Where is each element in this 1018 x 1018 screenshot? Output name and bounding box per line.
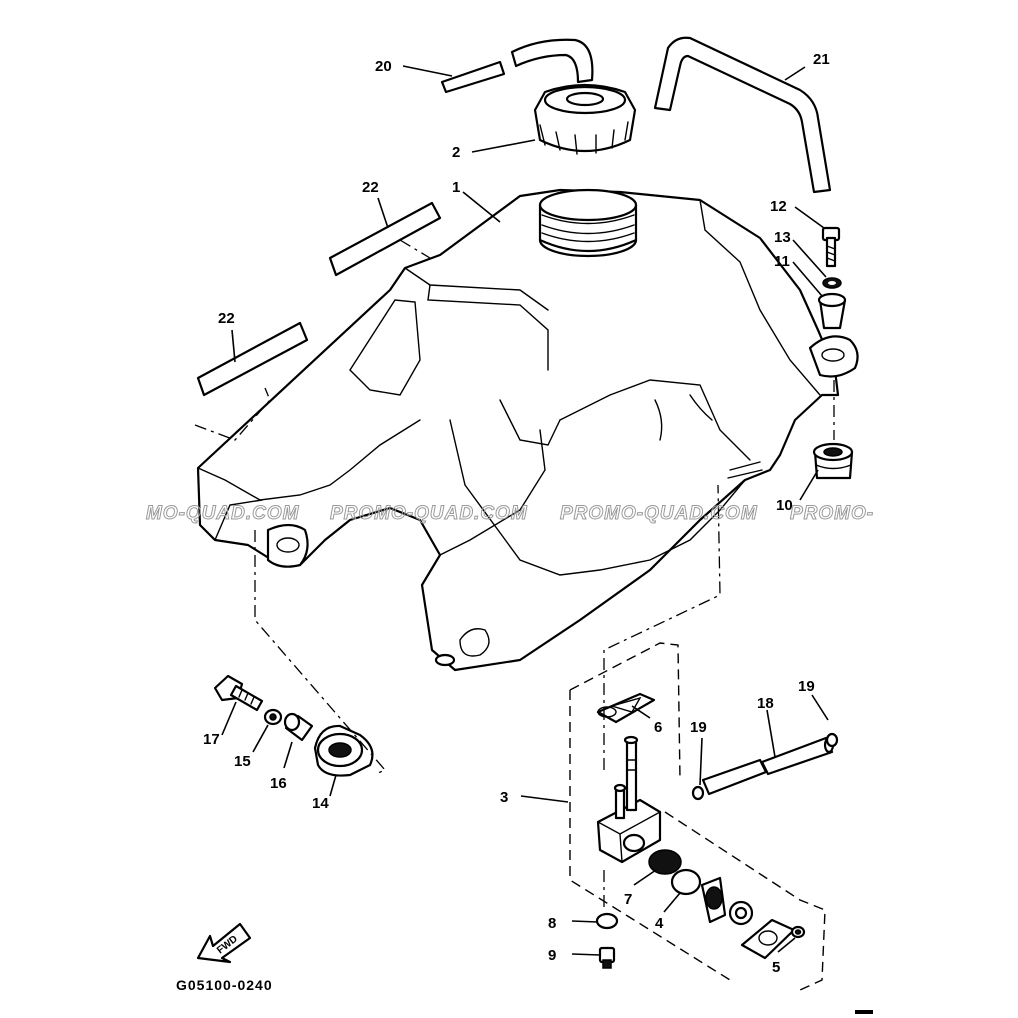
callout-2: 2 [452,144,460,161]
callout-12: 12 [770,198,787,215]
watermark: MO-QUAD.COM PROMO-QUAD.COM PROMO-QUAD.CO… [146,503,874,525]
washer-8[interactable] [595,912,619,930]
collar-11[interactable] [817,292,847,330]
gasket-6[interactable] [596,692,656,724]
callout-11: 11 [774,253,790,270]
callout-14: 14 [312,795,329,812]
callout-5: 5 [772,959,780,976]
fuel-hose-18[interactable] [701,736,835,796]
bolt-12[interactable] [821,226,841,268]
drain-screw-9[interactable] [598,946,616,969]
corner-mark [855,1010,873,1014]
callout-7: 7 [624,891,632,908]
tank-band[interactable] [653,36,832,194]
callout-22-upper: 22 [362,179,379,196]
callout-19-right: 19 [798,678,815,695]
callout-15: 15 [234,753,251,770]
callout-leaders [221,65,829,956]
watermark-text: PROMO- [790,503,874,524]
damper-strip-upper[interactable] [328,201,442,277]
grommet-10[interactable] [812,442,854,480]
callout-4: 4 [655,915,664,932]
damper-strip-lower[interactable] [196,321,309,397]
o-ring-4[interactable] [670,868,702,896]
callout-13: 13 [774,229,791,246]
callout-20: 20 [375,58,392,75]
drawing-code: G05100-0240 [176,977,273,993]
clip-19a[interactable] [691,785,705,801]
fuel-tank[interactable] [196,188,859,672]
grommet-14[interactable] [313,724,374,777]
screw-5[interactable] [790,925,806,939]
breather-hose[interactable] [440,38,594,94]
alignment-lines [194,239,835,910]
callout-16: 16 [270,775,287,792]
watermark-text: PROMO-QUAD.COM [560,503,758,524]
valve-part[interactable] [700,876,754,926]
callout-8: 8 [548,915,556,932]
lever-plate[interactable] [740,918,796,960]
bolt-17[interactable] [213,674,264,712]
callout-22-lower: 22 [218,310,235,327]
callout-1: 1 [452,179,460,196]
callout-6: 6 [654,719,662,736]
forward-arrow-icon: FWD [196,922,252,964]
callout-18: 18 [757,695,774,712]
watermark-text: PROMO-QUAD.COM [330,503,528,524]
callout-21: 21 [813,51,830,68]
watermark-text: MO-QUAD.COM [146,503,300,524]
callout-10: 10 [776,497,793,514]
collar-16[interactable] [283,712,314,742]
tank-cap[interactable] [533,83,637,155]
washer-15[interactable] [263,708,283,726]
screen-7[interactable] [648,849,682,875]
callout-3: 3 [500,789,508,806]
callout-19-left: 19 [690,719,707,736]
callout-17: 17 [203,731,220,748]
callout-numbers: 20 2 1 22 22 21 12 13 11 10 3 6 7 4 5 8 … [203,51,830,976]
callout-9: 9 [548,947,556,964]
fuel-cock-assembly[interactable] [569,642,826,991]
clip-19b[interactable] [825,732,839,748]
washer-13[interactable] [822,277,842,289]
